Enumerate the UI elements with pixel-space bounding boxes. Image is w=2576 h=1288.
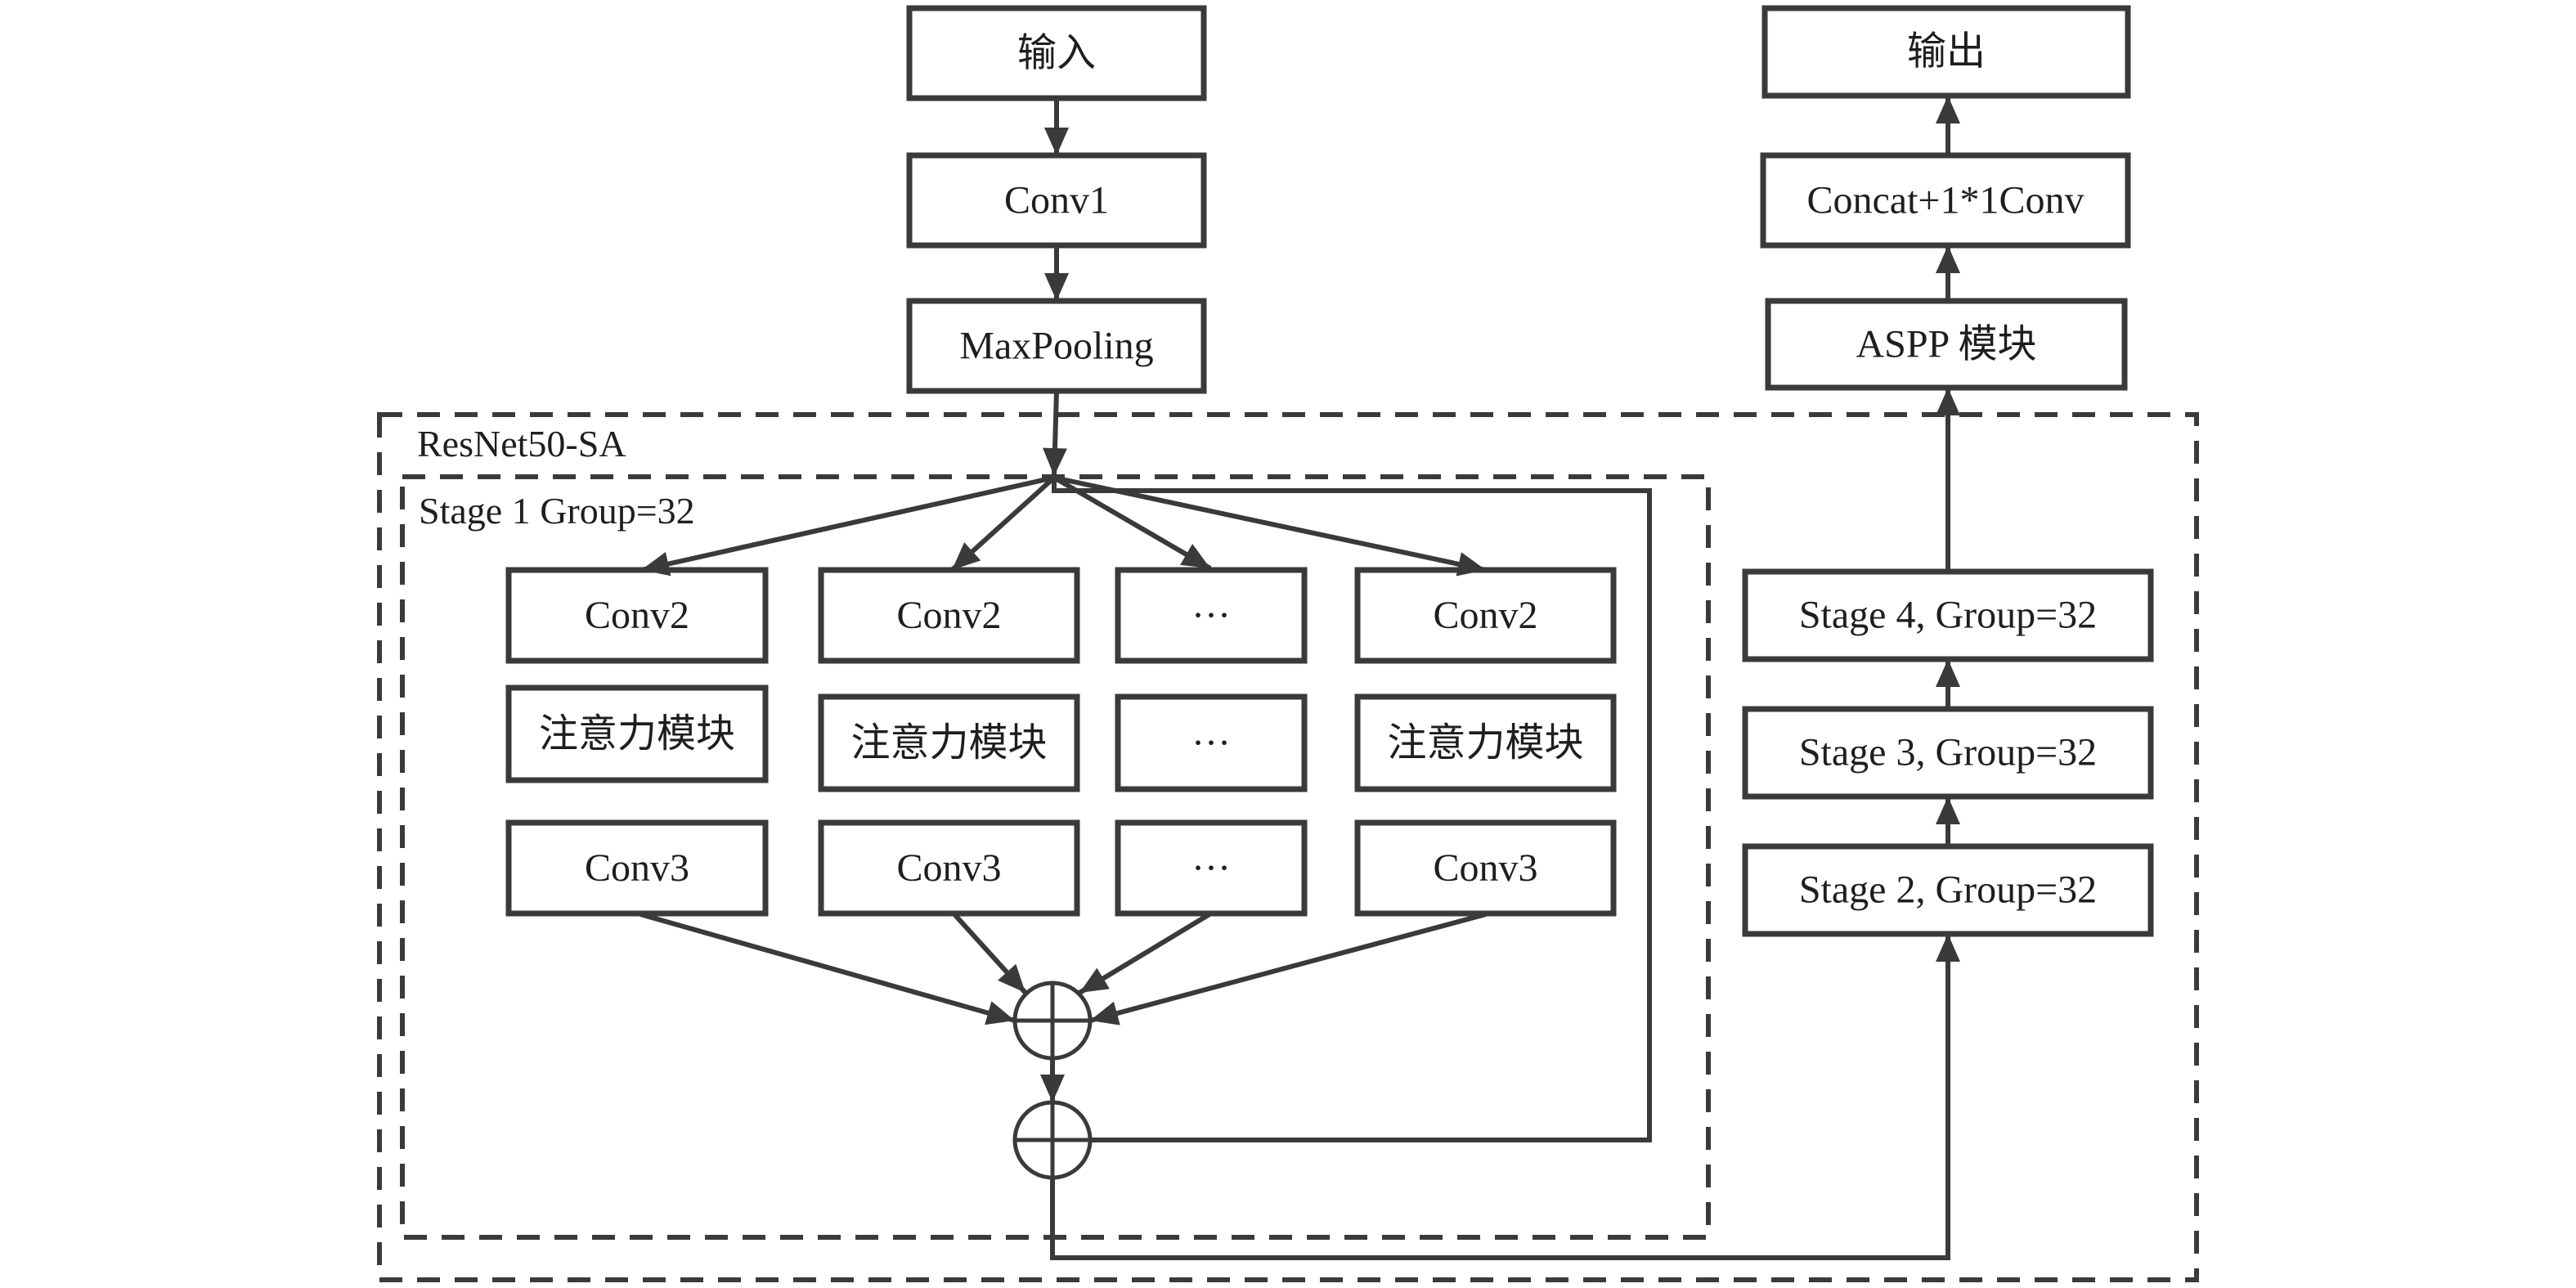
output-node: 输出: [1761, 5, 2131, 99]
skip-connection: [1052, 478, 1652, 1142]
attention-module-label: 注意力模块: [850, 721, 1047, 765]
branch-1: Conv2 注意力模块 Conv3: [505, 567, 769, 917]
attention-module-node: 注意力模块: [1354, 693, 1617, 792]
arrow-head: [1044, 128, 1069, 155]
stage1-label: Stage 1 Group=32: [419, 490, 695, 532]
arrow-head: [1456, 552, 1486, 577]
conv2-node: ···: [1115, 567, 1308, 664]
conv2-label: Conv2: [585, 594, 689, 637]
stage2-label: Stage 2, Group=32: [1799, 868, 2097, 912]
attention-module-label: 注意力模块: [1387, 721, 1583, 765]
conv2-label: ···: [1192, 594, 1231, 637]
conv1-label: Conv1: [1004, 179, 1109, 222]
arrow-branch-1-to-sum: [640, 912, 1016, 1023]
arrow-to-branch-1: [640, 475, 1055, 572]
output-label: 输出: [1907, 30, 1986, 74]
concat-label: Concat+1*1Conv: [1806, 179, 2084, 222]
conv3-label: Conv3: [1433, 846, 1537, 890]
arrow-head: [1079, 967, 1110, 993]
conv2-label: Conv2: [896, 594, 1001, 637]
aspp-node: ASPP 模块: [1765, 298, 2128, 391]
arrow-head: [985, 1001, 1015, 1025]
arrow-head: [1936, 934, 1960, 962]
attention-module-label: 注意力模块: [539, 712, 735, 756]
conv2-node: Conv2: [505, 567, 769, 664]
sum-node-residual: [1012, 1100, 1093, 1180]
conv1-node: Conv1: [906, 152, 1207, 249]
arrow-head: [1090, 1001, 1120, 1025]
arrow-head: [952, 542, 981, 570]
arrow-head: [1936, 659, 1960, 687]
arrow-head: [1042, 447, 1067, 476]
connectors: [640, 96, 1960, 1260]
stage4-node: Stage 4, Group=32: [1742, 568, 2154, 662]
conv3-node: Conv3: [818, 819, 1080, 917]
conv2-label: Conv2: [1433, 594, 1537, 637]
stage1-branches: Conv2 注意力模块 Conv3 Conv2 注意力模块 Conv3 ··· ··· ··· C…: [505, 567, 1617, 917]
arrow-head: [1040, 1075, 1065, 1102]
conv3-label: ···: [1192, 846, 1231, 890]
stage4-label: Stage 4, Group=32: [1799, 594, 2097, 637]
conv3-node: ···: [1115, 819, 1308, 917]
arrow-branch-4-to-sum: [1089, 912, 1487, 1023]
resnet50-sa-label: ResNet50-SA: [417, 423, 626, 464]
input-label: 输入: [1017, 32, 1096, 75]
arrow-head: [998, 963, 1025, 993]
arrow-head: [1180, 543, 1210, 568]
arrow-head: [641, 551, 671, 577]
resnet50-sa-container: [377, 412, 2199, 1282]
arrow-head: [1936, 245, 1960, 273]
maxpooling-node: MaxPooling: [906, 298, 1207, 394]
branch-3: ··· ··· ···: [1115, 567, 1308, 917]
input-node: 输入: [906, 5, 1207, 101]
arrow-head: [1044, 273, 1069, 301]
attention-module-node: ···: [1115, 693, 1308, 792]
arrow-head: [1936, 797, 1960, 824]
conv3-node: Conv3: [1354, 819, 1617, 917]
concat-node: Concat+1*1Conv: [1760, 152, 2131, 249]
sum-node-branches: [1012, 981, 1093, 1061]
branch-4: Conv2 注意力模块 Conv3: [1354, 567, 1617, 917]
attention-module-node: 注意力模块: [505, 684, 769, 783]
conv2-node: Conv2: [818, 567, 1080, 664]
attention-module-node: 注意力模块: [818, 693, 1080, 792]
connector-stage1-to-stage2: [1050, 934, 1950, 1260]
aspp-label: ASPP 模块: [1856, 323, 2037, 366]
conv2-node: Conv2: [1354, 567, 1617, 664]
conv3-label: Conv3: [585, 846, 689, 890]
stage3-node: Stage 3, Group=32: [1742, 706, 2154, 800]
arrow-head: [1936, 96, 1960, 123]
stage3-label: Stage 3, Group=32: [1799, 731, 2097, 774]
stage2-node: Stage 2, Group=32: [1742, 843, 2154, 937]
branch-2: Conv2 注意力模块 Conv3: [818, 567, 1080, 917]
conv3-node: Conv3: [505, 819, 769, 917]
arrow-head: [1936, 388, 1960, 415]
maxpooling-label: MaxPooling: [959, 325, 1153, 368]
attention-module-label: ···: [1192, 721, 1231, 765]
conv3-label: Conv3: [896, 846, 1001, 890]
